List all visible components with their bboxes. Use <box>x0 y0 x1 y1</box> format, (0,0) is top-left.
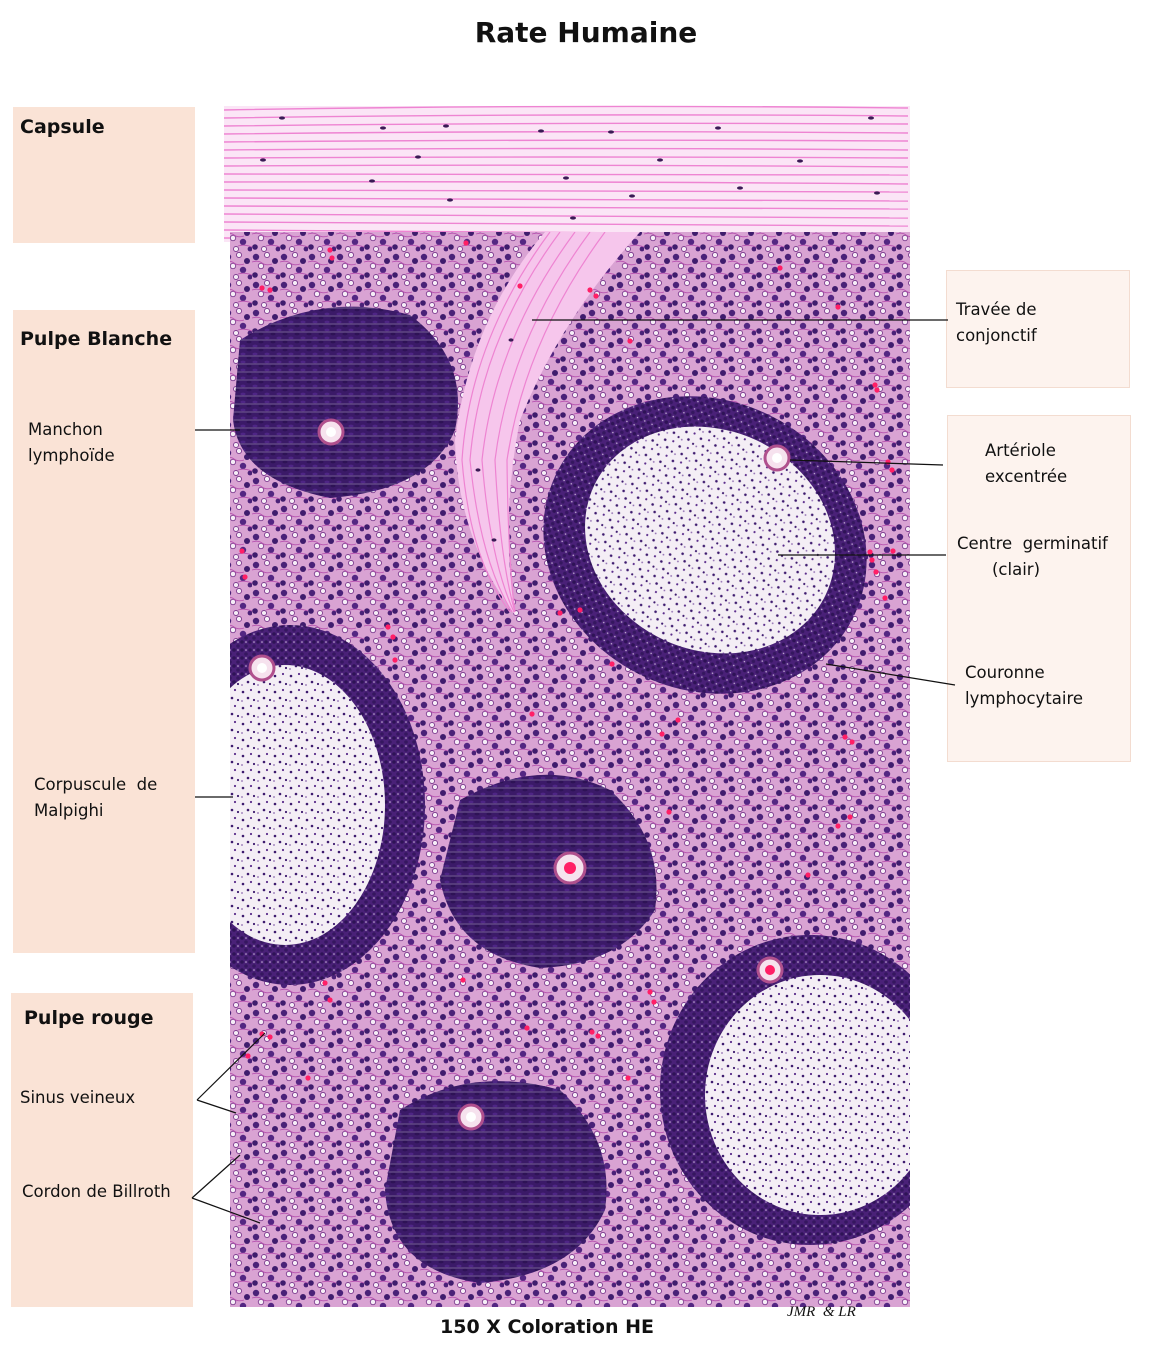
capsule-box <box>13 107 195 243</box>
pulpe-blanche-detail-box <box>947 415 1131 762</box>
travee-line2: conjonctif <box>956 326 1037 345</box>
malpighian-corpuscle <box>543 396 867 694</box>
corpuscule-line2: Malpighi <box>34 801 104 820</box>
centre-line2: (clair) <box>992 560 1041 579</box>
pulpe-blanche-label: Pulpe Blanche <box>20 328 173 350</box>
capsule-label: Capsule <box>20 116 105 138</box>
magnification-caption: 150 X Coloration HE <box>440 1316 654 1338</box>
lymphoid-sheath <box>233 306 458 498</box>
manchon-lymphoide-label: Manchon lymphoïde <box>28 417 115 469</box>
arteriole-line2: excentrée <box>985 467 1068 486</box>
couronne-lymphocytaire-label: Couronne lymphocytaire <box>965 660 1083 712</box>
arteriole-line1: Artériole <box>985 441 1056 460</box>
travee-box <box>946 270 1130 388</box>
trabecula <box>455 232 640 615</box>
couronne-line1: Couronne <box>965 663 1045 682</box>
pulpe-blanche-box <box>13 310 195 953</box>
pulpe-rouge-label: Pulpe rouge <box>24 1007 154 1029</box>
corpuscule-line1: Corpuscule de <box>34 775 158 794</box>
capsule-fibers <box>223 105 910 243</box>
author-signature: JMR & LR <box>787 1304 856 1320</box>
red-blood-cells <box>239 240 896 1081</box>
pulpe-rouge-box <box>11 993 193 1307</box>
page-title: Rate Humaine <box>474 16 698 49</box>
centre-germinatif-label: Centre germinatif (clair) <box>957 531 1108 583</box>
cordon-billroth-label: Cordon de Billroth <box>22 1182 171 1201</box>
malpighian-corpuscle <box>660 935 910 1245</box>
corpuscule-malpighi-label: Corpuscule de Malpighi <box>34 772 157 824</box>
travee-conjonctif-label: Travée de conjonctif <box>956 297 1037 349</box>
malpighian-corpuscle <box>230 625 425 985</box>
travee-line1: Travée de <box>956 300 1037 319</box>
centre-line1: Centre germinatif <box>957 534 1108 553</box>
manchon-line1: Manchon <box>28 420 103 439</box>
lymphoid-sheath <box>440 774 657 968</box>
sinus-veineux-label: Sinus veineux <box>20 1088 136 1107</box>
arteriole-excentree-label: Artériole excentrée <box>985 438 1067 490</box>
manchon-line2: lymphoïde <box>28 446 115 465</box>
couronne-line2: lymphocytaire <box>965 689 1084 708</box>
lymphoid-sheath <box>385 1081 607 1283</box>
leader-lines <box>191 319 956 1224</box>
